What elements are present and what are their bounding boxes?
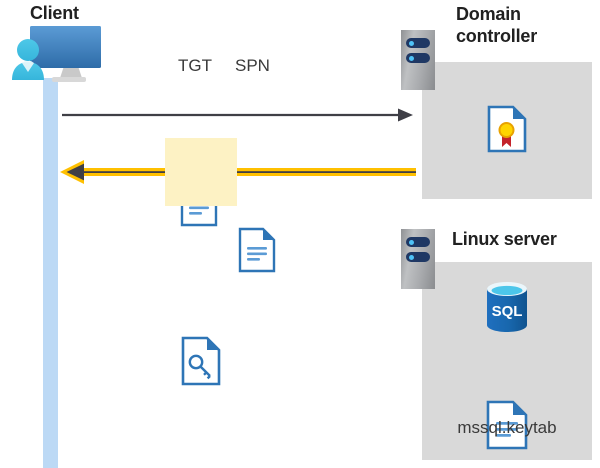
document-certificate-icon — [487, 105, 600, 153]
user-monitor-icon — [8, 22, 108, 84]
svg-text:SQL: SQL — [492, 303, 523, 320]
linux-server-title: Linux server — [452, 229, 557, 249]
domain-controller-title-line2: controller — [456, 26, 538, 46]
client-lifeline — [43, 78, 58, 468]
document-icon — [238, 227, 600, 273]
keytab-file-label: mssql.keytab — [457, 418, 557, 437]
server-rack-icon — [401, 30, 435, 90]
sql-database-icon: SQL — [482, 280, 532, 339]
server-rack-icon — [401, 229, 435, 289]
highlight-block — [165, 138, 237, 206]
document-icon — [486, 400, 600, 450]
client-title: Client — [30, 3, 79, 23]
spn-label: SPN — [235, 56, 270, 75]
domain-controller-title: Domain controller — [456, 3, 596, 47]
document-key-icon — [181, 336, 600, 386]
tgt-label: TGT — [178, 56, 212, 75]
document-icon — [180, 181, 600, 227]
domain-controller-title-line1: Domain — [456, 4, 521, 24]
request-arrow — [62, 108, 414, 122]
response-arrow — [60, 158, 416, 186]
